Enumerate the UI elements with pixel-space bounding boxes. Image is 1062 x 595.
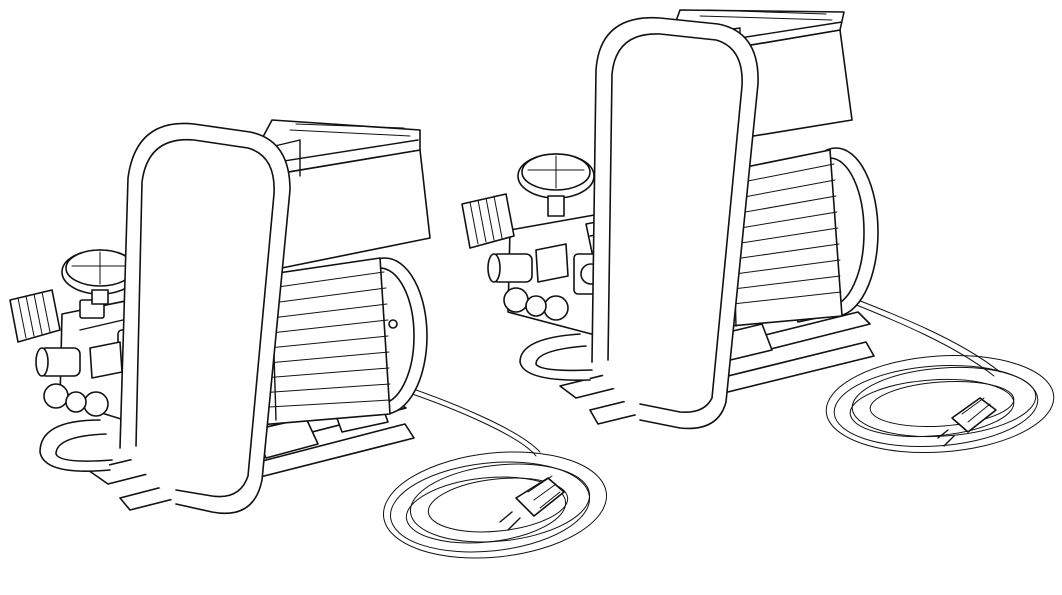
carrying-handle-left	[39, 122, 291, 514]
drain-plugs-right	[503, 287, 569, 321]
pressure-knob-right	[461, 193, 515, 249]
pressure-washer-unit-right	[461, 9, 1055, 454]
inlet-fitting-left	[35, 347, 81, 377]
pressure-gauge-left	[61, 249, 139, 305]
drain-plugs-left	[43, 383, 109, 417]
pressure-knob-left	[9, 289, 61, 343]
power-cord-coil-left	[379, 377, 608, 559]
inlet-fitting-right	[487, 253, 533, 283]
pressure-gauge-right	[517, 153, 595, 217]
carrying-handle-right	[519, 16, 759, 430]
power-plug-left	[499, 475, 565, 531]
pressure-washer-unit-left	[9, 119, 608, 559]
power-plug-right	[937, 397, 997, 447]
